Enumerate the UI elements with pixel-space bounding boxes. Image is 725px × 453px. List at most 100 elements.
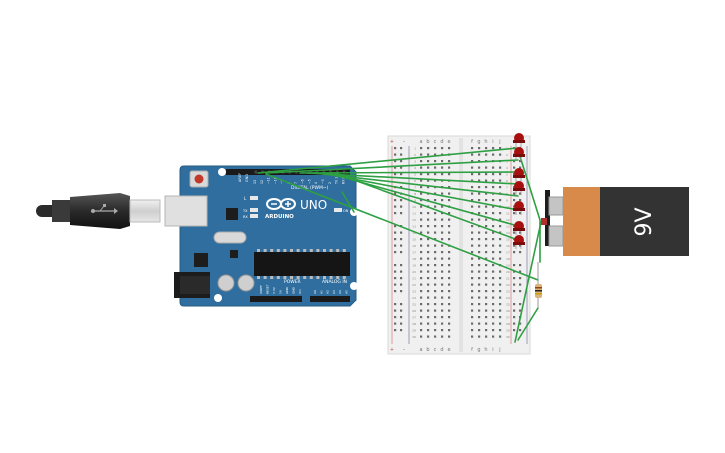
breadboard-hole[interactable] bbox=[471, 199, 474, 202]
breadboard-hole[interactable] bbox=[478, 173, 481, 176]
breadboard-hole[interactable] bbox=[499, 270, 502, 273]
breadboard-hole[interactable] bbox=[448, 173, 451, 176]
rail-hole[interactable] bbox=[394, 153, 397, 156]
rail-hole[interactable] bbox=[400, 303, 403, 306]
breadboard-hole[interactable] bbox=[478, 218, 481, 221]
breadboard-hole[interactable] bbox=[427, 303, 430, 306]
breadboard-hole[interactable] bbox=[499, 199, 502, 202]
breadboard-hole[interactable] bbox=[427, 160, 430, 163]
breadboard-hole[interactable] bbox=[434, 231, 437, 234]
breadboard-hole[interactable] bbox=[471, 238, 474, 241]
breadboard-hole[interactable] bbox=[427, 309, 430, 312]
breadboard-hole[interactable] bbox=[420, 335, 423, 338]
jumper-wire[interactable] bbox=[299, 171, 519, 174]
digital-pin-socket[interactable] bbox=[329, 170, 332, 174]
rail-hole[interactable] bbox=[394, 329, 397, 332]
breadboard-hole[interactable] bbox=[478, 283, 481, 286]
rail-hole[interactable] bbox=[519, 199, 522, 202]
power-header[interactable] bbox=[250, 296, 302, 302]
breadboard-hole[interactable] bbox=[441, 296, 444, 299]
breadboard-hole[interactable] bbox=[485, 212, 488, 215]
breadboard-hole[interactable] bbox=[448, 303, 451, 306]
breadboard-hole[interactable] bbox=[492, 244, 495, 247]
breadboard-hole[interactable] bbox=[499, 173, 502, 176]
rail-hole[interactable] bbox=[519, 309, 522, 312]
rail-hole[interactable] bbox=[519, 329, 522, 332]
breadboard-hole[interactable] bbox=[434, 322, 437, 325]
breadboard-hole[interactable] bbox=[434, 225, 437, 228]
breadboard-hole[interactable] bbox=[492, 270, 495, 273]
breadboard-hole[interactable] bbox=[448, 296, 451, 299]
breadboard-hole[interactable] bbox=[485, 296, 488, 299]
red-led[interactable] bbox=[513, 133, 525, 147]
rail-hole[interactable] bbox=[394, 316, 397, 319]
breadboard-hole[interactable] bbox=[499, 296, 502, 299]
breadboard-hole[interactable] bbox=[441, 290, 444, 293]
breadboard-hole[interactable] bbox=[485, 257, 488, 260]
breadboard-hole[interactable] bbox=[492, 264, 495, 267]
breadboard-hole[interactable] bbox=[420, 270, 423, 273]
breadboard-hole[interactable] bbox=[420, 322, 423, 325]
breadboard-hole[interactable] bbox=[434, 212, 437, 215]
red-led[interactable] bbox=[513, 168, 525, 182]
rail-hole[interactable] bbox=[400, 309, 403, 312]
rail-hole[interactable] bbox=[400, 160, 403, 163]
breadboard-hole[interactable] bbox=[471, 225, 474, 228]
breadboard-hole[interactable] bbox=[427, 225, 430, 228]
breadboard-hole[interactable] bbox=[420, 296, 423, 299]
rail-hole[interactable] bbox=[519, 322, 522, 325]
breadboard-hole[interactable] bbox=[478, 199, 481, 202]
breadboard-hole[interactable] bbox=[427, 212, 430, 215]
rail-hole[interactable] bbox=[400, 238, 403, 241]
breadboard-hole[interactable] bbox=[427, 329, 430, 332]
breadboard-hole[interactable] bbox=[448, 199, 451, 202]
breadboard-hole[interactable] bbox=[485, 186, 488, 189]
breadboard-hole[interactable] bbox=[427, 322, 430, 325]
breadboard-hole[interactable] bbox=[471, 277, 474, 280]
rail-hole[interactable] bbox=[400, 244, 403, 247]
breadboard-hole[interactable] bbox=[478, 192, 481, 195]
breadboard-hole[interactable] bbox=[485, 316, 488, 319]
rail-hole[interactable] bbox=[513, 277, 516, 280]
breadboard-hole[interactable] bbox=[441, 244, 444, 247]
breadboard-hole[interactable] bbox=[471, 316, 474, 319]
breadboard-hole[interactable] bbox=[499, 186, 502, 189]
breadboard-hole[interactable] bbox=[448, 257, 451, 260]
breadboard-hole[interactable] bbox=[478, 205, 481, 208]
breadboard-hole[interactable] bbox=[448, 186, 451, 189]
breadboard-hole[interactable] bbox=[434, 309, 437, 312]
rail-hole[interactable] bbox=[400, 316, 403, 319]
breadboard-hole[interactable] bbox=[485, 205, 488, 208]
breadboard-hole[interactable] bbox=[448, 225, 451, 228]
rail-hole[interactable] bbox=[519, 166, 522, 169]
breadboard-hole[interactable] bbox=[485, 270, 488, 273]
breadboard-hole[interactable] bbox=[492, 212, 495, 215]
rail-hole[interactable] bbox=[519, 303, 522, 306]
jumper-wire[interactable] bbox=[517, 149, 541, 263]
breadboard-hole[interactable] bbox=[434, 166, 437, 169]
breadboard-hole[interactable] bbox=[478, 296, 481, 299]
rail-hole[interactable] bbox=[400, 186, 403, 189]
breadboard-hole[interactable] bbox=[441, 238, 444, 241]
rail-hole[interactable] bbox=[513, 316, 516, 319]
breadboard-hole[interactable] bbox=[485, 335, 488, 338]
breadboard-hole[interactable] bbox=[420, 225, 423, 228]
breadboard-hole[interactable] bbox=[441, 309, 444, 312]
rail-hole[interactable] bbox=[394, 283, 397, 286]
breadboard-hole[interactable] bbox=[441, 160, 444, 163]
breadboard-hole[interactable] bbox=[441, 316, 444, 319]
breadboard-hole[interactable] bbox=[434, 283, 437, 286]
breadboard-hole[interactable] bbox=[471, 147, 474, 150]
breadboard-hole[interactable] bbox=[492, 231, 495, 234]
breadboard-hole[interactable] bbox=[478, 277, 481, 280]
rail-hole[interactable] bbox=[513, 270, 516, 273]
jumper-wire[interactable] bbox=[341, 191, 355, 213]
breadboard-hole[interactable] bbox=[441, 166, 444, 169]
rail-hole[interactable] bbox=[513, 192, 516, 195]
breadboard-hole[interactable] bbox=[434, 335, 437, 338]
breadboard-hole[interactable] bbox=[485, 153, 488, 156]
breadboard-hole[interactable] bbox=[485, 218, 488, 221]
breadboard-hole[interactable] bbox=[420, 199, 423, 202]
breadboard-hole[interactable] bbox=[448, 218, 451, 221]
